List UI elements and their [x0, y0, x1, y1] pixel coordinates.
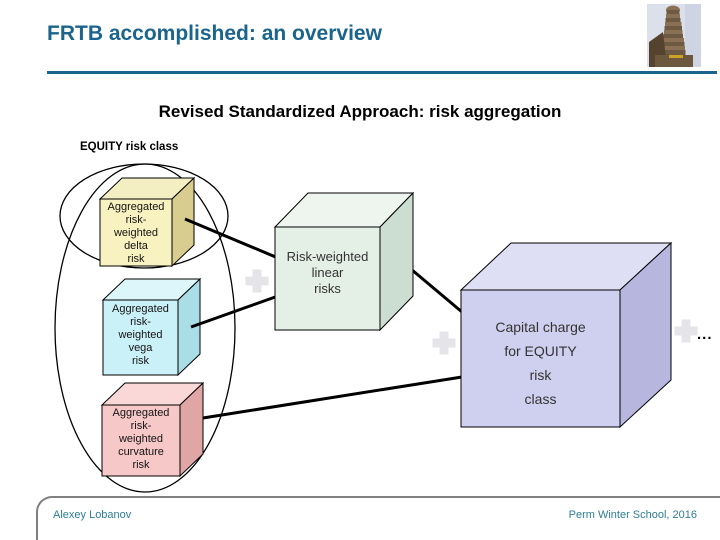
curvature-risk-cube: [100, 381, 205, 478]
bis-tower-logo-icon: [647, 4, 701, 67]
plus-icon: [432, 331, 456, 355]
ellipsis-text: ...: [697, 326, 713, 343]
vega-cube-label: Aggregated risk- weighted vega risk: [112, 303, 169, 367]
vega-risk-cube: [101, 277, 202, 377]
plus-icon: [245, 269, 269, 293]
logo-sky-shade: [685, 4, 701, 67]
logo-base: [655, 55, 693, 67]
linear-risks-cube: [273, 191, 415, 332]
delta-subgroup-ellipse: [59, 163, 229, 269]
footer-event: Perm Winter School, 2016: [568, 509, 697, 521]
delta-risk-cube: [98, 176, 196, 268]
connector-curvature-to-capital: [202, 375, 463, 420]
page-title: FRTB accomplished: an overview: [47, 22, 382, 45]
curvature-cube-label: Aggregated risk- weighted curvature risk: [112, 407, 170, 471]
footer-author: Alexey Lobanov: [53, 509, 132, 521]
plus-icon: [674, 319, 698, 343]
slide-subtitle: Revised Standardized Approach: risk aggr…: [158, 102, 562, 121]
connector-vega-to-linear: [190, 294, 279, 329]
title-divider: [47, 71, 717, 74]
risk-class-label: EQUITY risk class: [80, 141, 179, 153]
connector-delta-to-linear: [184, 217, 279, 260]
delta-cube-label: Aggregated risk- weighted delta risk: [107, 201, 165, 265]
footer-border: [36, 496, 720, 540]
capital-charge-cube: [459, 241, 673, 429]
linear-cube-label: Risk-weighted linear risks: [286, 249, 369, 296]
capital-cube-label: Capital charge for EQUITY risk class: [495, 319, 586, 407]
logo-gold-band: [669, 55, 683, 58]
